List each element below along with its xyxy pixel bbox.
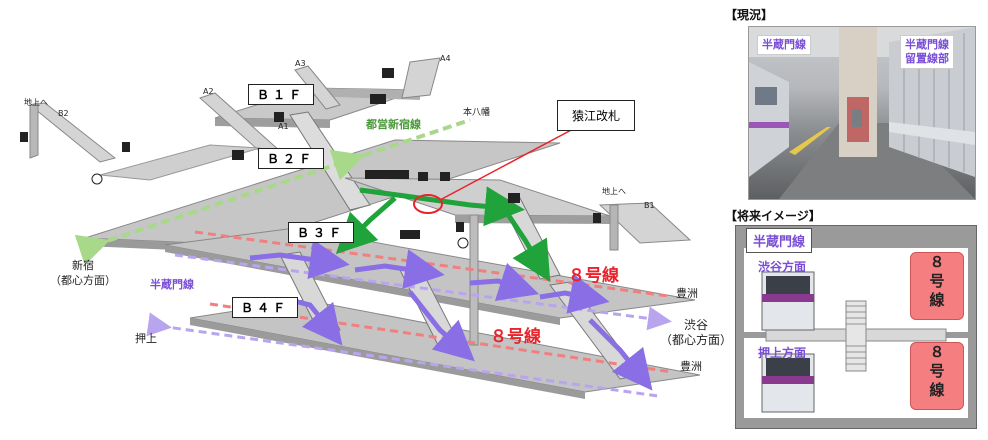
exit-a3-stairs (294, 65, 341, 110)
line8-label-upper: ８号線 (568, 266, 619, 286)
floor-tag-b1f: Ｂ１Ｆ (248, 84, 315, 105)
exit-label-a1: A1 (278, 122, 289, 131)
toei-line-track (74, 149, 366, 266)
exit-label-b2: B2 (58, 109, 69, 118)
floor-tag-b4f: Ｂ４Ｆ (232, 297, 299, 318)
future-line8-top: ８ 号 線 (910, 252, 964, 320)
direction-toyosu-upper: 豊洲 (676, 287, 698, 300)
current-section-title: 【現況】 (725, 8, 774, 22)
transfer-arrow-p7 (588, 318, 653, 391)
toei-line-label: 都営新宿線 (366, 118, 421, 131)
exit-ground-left: 地上へ (24, 98, 48, 107)
future-section-title: 【将来イメージ】 (725, 209, 821, 223)
photo-tag-hanzomon-siding: 半蔵門線 留置線部 (900, 35, 954, 69)
future-line8-bottom: ８ 号 線 (910, 342, 964, 410)
transfer-arrow-p3 (469, 262, 540, 301)
line8-label-lower: ８号線 (490, 327, 541, 347)
future-dir-shibuya: 渋谷方面 (758, 260, 807, 274)
direction-shinjuku: 新宿 （都心方面） (50, 259, 116, 287)
callout-leader (439, 127, 576, 201)
station-diagram (20, 57, 701, 399)
future-box-title: 半蔵門線 (746, 228, 813, 253)
transfer-arrow-p4 (539, 274, 610, 314)
exit-b2-stairs (28, 102, 117, 163)
exit-a4-stairs (401, 57, 441, 99)
floor-tag-b2f: Ｂ２Ｆ (258, 148, 325, 169)
exit-label-a2: A2 (203, 87, 214, 96)
exit-label-b1: B1 (644, 201, 655, 210)
transfer-arrow-g3 (502, 208, 551, 283)
exit-ground-right: 地上へ (602, 187, 626, 196)
transfer-arrow-g2 (335, 196, 397, 255)
direction-shibuya: 渋谷 （都心方面） (660, 318, 733, 347)
sarue-gate-marker (413, 194, 443, 214)
transfer-arrow-p6 (408, 290, 475, 362)
direction-motoyawata: 本八幡 (463, 108, 491, 118)
future-dir-oshiage: 押上方面 (758, 346, 807, 360)
hanzomon-track (146, 312, 659, 398)
transfer-arrow-p2 (354, 249, 445, 289)
transfer-arrow-p1 (249, 239, 350, 280)
exit-b2-wall (29, 102, 39, 159)
direction-toyosu-lower: 豊洲 (680, 360, 702, 373)
exit-label-a4: A4 (440, 54, 451, 63)
exit-b1-stairs (598, 202, 692, 244)
direction-oshiage: 押上 (135, 332, 157, 345)
hanzomon-line-label: 半蔵門線 (150, 278, 194, 291)
transfer-arrow-g1 (359, 186, 525, 227)
floor-tag-b3f: Ｂ３Ｆ (288, 222, 355, 243)
photo-tag-hanzomon: 半蔵門線 (757, 35, 811, 55)
exit-label-a3: A3 (295, 59, 306, 68)
sarue-gate-callout: 猿江改札 (557, 100, 636, 131)
